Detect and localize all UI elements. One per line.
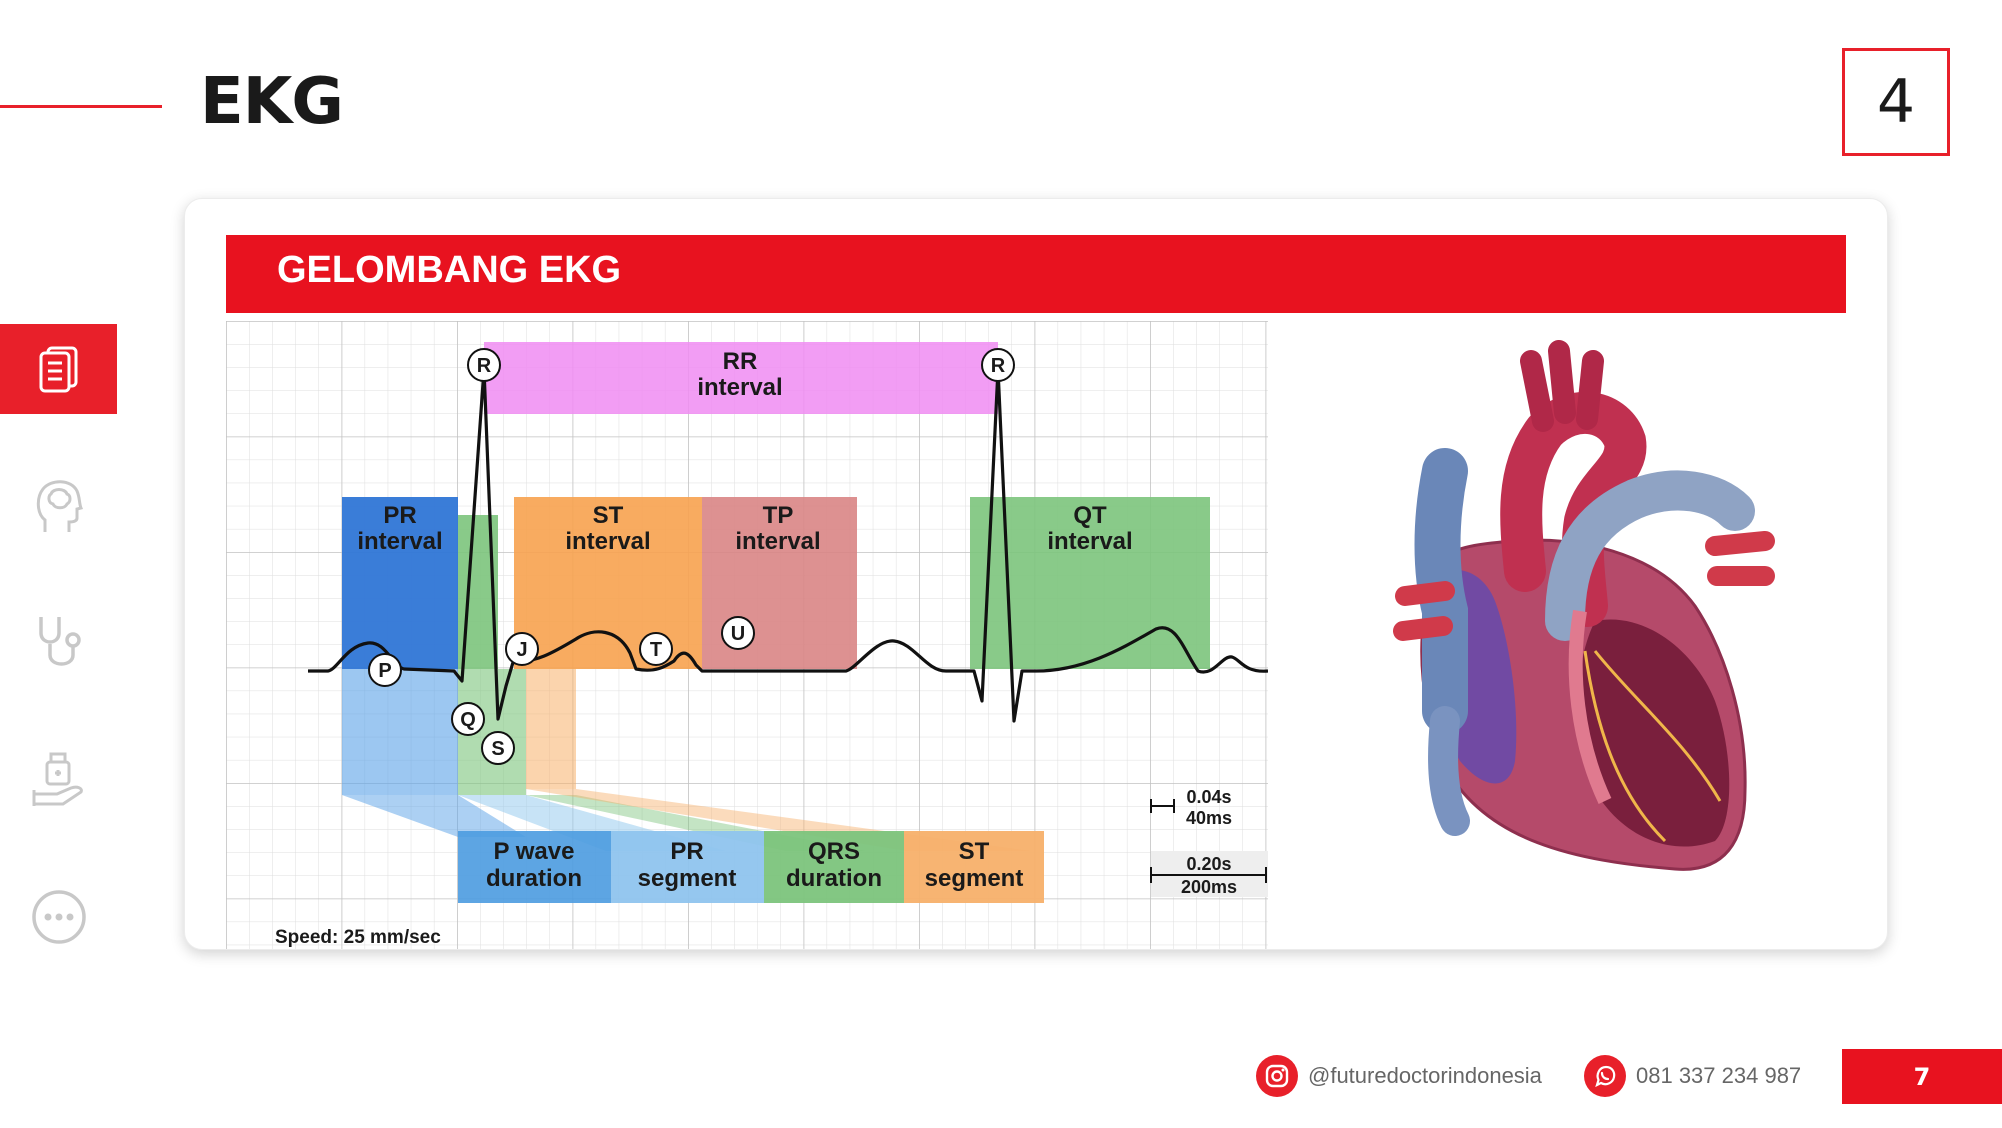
sidebar-item-medicine[interactable] — [0, 735, 117, 825]
whatsapp-number: 081 337 234 987 — [1636, 1063, 1802, 1088]
qrs-label-2: duration — [786, 865, 882, 892]
p-wave-label-2: duration — [486, 865, 582, 892]
tp-interval-label-1: TP — [763, 502, 794, 529]
header-accent-line — [0, 105, 162, 108]
ekg-diagram: RR interval PR interval ST interval TP i… — [226, 321, 1268, 949]
q-wave-marker: Q — [460, 709, 476, 731]
head-brain-icon — [36, 480, 83, 532]
large-box-ms: 200ms — [1181, 877, 1237, 897]
st-interval-box — [514, 497, 702, 669]
j-point-marker: J — [516, 639, 527, 661]
rr-interval-label-1: RR — [723, 348, 758, 375]
pr-segment-label-2: segment — [638, 865, 737, 892]
heart-illustration — [1295, 321, 1845, 906]
st-segment-label-2: segment — [925, 865, 1024, 892]
qrs-label-1: QRS — [808, 838, 860, 865]
qrs-duration-box — [764, 831, 904, 903]
qt-interval-label-1: QT — [1073, 502, 1107, 529]
small-box-ms: 40ms — [1186, 808, 1232, 828]
u-wave-marker: U — [731, 623, 745, 645]
rr-interval-box — [484, 342, 998, 414]
st-interval-label-1: ST — [593, 502, 624, 529]
instagram-handle: @futuredoctorindonesia — [1308, 1063, 1542, 1088]
hand-medicine-icon — [32, 752, 83, 806]
p-wave-label-1: P wave — [494, 838, 575, 865]
qt-interval-label-2: interval — [1047, 528, 1132, 555]
pr-interval-label-1: PR — [383, 502, 416, 529]
sidebar-item-more[interactable] — [0, 872, 117, 962]
stethoscope-icon — [38, 617, 81, 666]
large-box-seconds: 0.20s — [1186, 854, 1231, 874]
pr-segment-box — [611, 831, 764, 903]
content-card: GELOMBANG EKG — [184, 198, 1888, 950]
section-number-box: 4 — [1842, 48, 1950, 156]
t-wave-marker: T — [650, 639, 662, 661]
st-segment-box — [904, 831, 1044, 903]
tp-interval-label-2: interval — [735, 528, 820, 555]
st-segment-label-1: ST — [959, 838, 990, 865]
rr-interval-label-2: interval — [697, 374, 782, 401]
page-number-badge: 7 — [1842, 1049, 2002, 1104]
pr-interval-box — [342, 497, 458, 669]
r-wave-marker-1: R — [477, 355, 492, 377]
r-wave-marker-2: R — [991, 355, 1006, 377]
p-wave-marker: P — [378, 660, 391, 682]
whatsapp-contact[interactable]: 081 337 234 987 — [1584, 1055, 1801, 1097]
small-box-seconds: 0.04s — [1186, 787, 1231, 807]
page-title: EKG — [200, 65, 344, 139]
pr-interval-label-2: interval — [357, 528, 442, 555]
whatsapp-icon — [1584, 1055, 1626, 1097]
document-icon — [39, 346, 77, 393]
pr-segment-label-1: PR — [670, 838, 703, 865]
sidebar-item-document[interactable] — [0, 324, 117, 414]
card-title: GELOMBANG EKG — [277, 249, 622, 291]
page-number: 7 — [1913, 1062, 1931, 1091]
instagram-contact[interactable]: @futuredoctorindonesia — [1256, 1055, 1542, 1097]
p-wave-duration-box — [458, 831, 611, 903]
sidebar-item-stethoscope[interactable] — [0, 598, 117, 688]
ekg-trace — [308, 367, 1268, 723]
more-icon — [31, 890, 86, 944]
sidebar-item-head[interactable] — [0, 461, 117, 551]
section-number: 4 — [1876, 67, 1916, 137]
card-header: GELOMBANG EKG — [226, 235, 1846, 313]
speed-label: Speed: 25 mm/sec — [275, 927, 441, 948]
s-wave-marker: S — [491, 738, 504, 760]
sidebar — [0, 324, 117, 1009]
instagram-icon — [1256, 1055, 1298, 1097]
st-interval-label-2: interval — [565, 528, 650, 555]
